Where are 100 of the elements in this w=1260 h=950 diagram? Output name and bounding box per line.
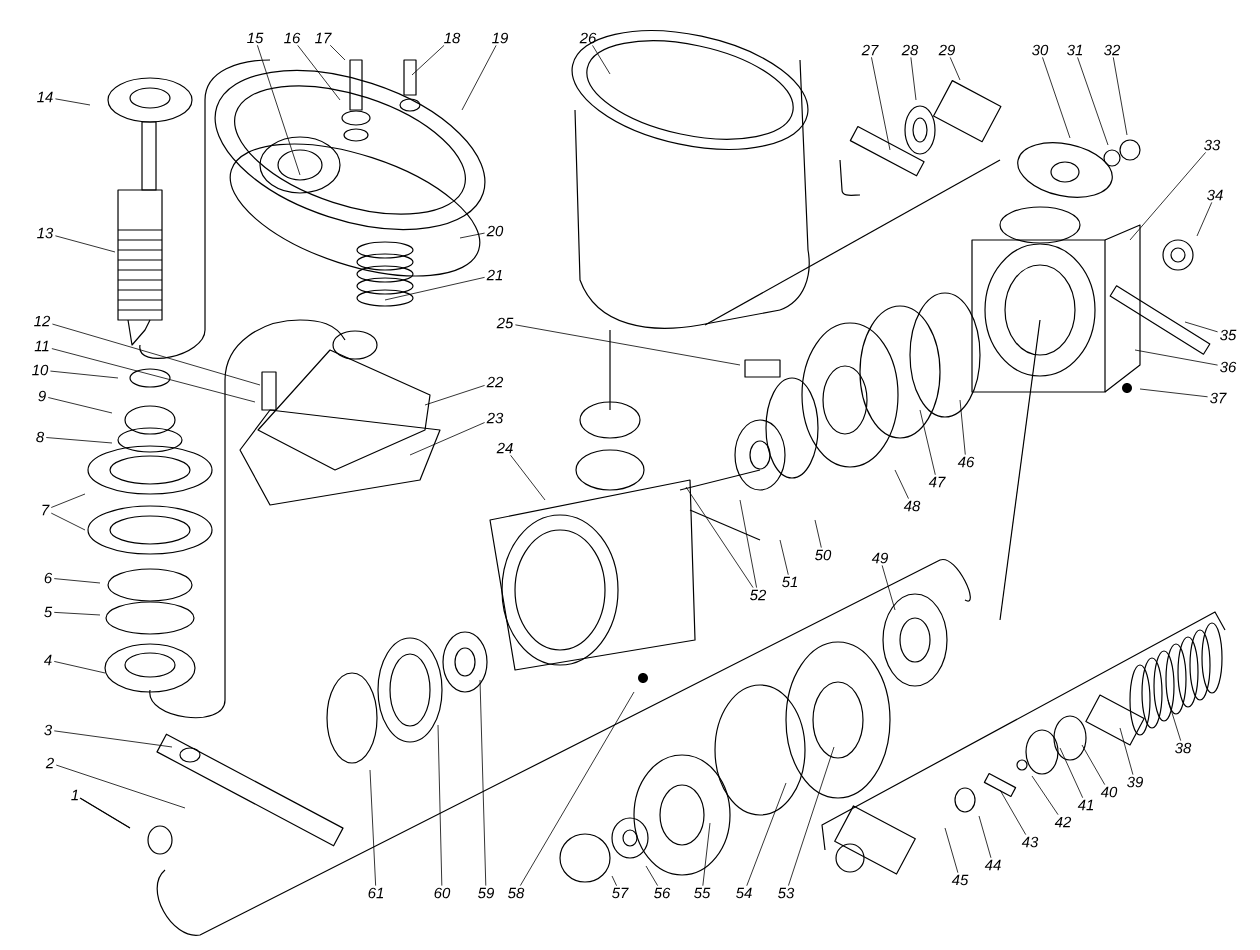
- leader-line: [53, 578, 101, 584]
- callout-number: 55: [694, 887, 711, 899]
- leader-line: [55, 98, 91, 106]
- callout-number: 16: [284, 32, 301, 44]
- leader-line: [409, 422, 485, 456]
- callout-number: 57: [612, 887, 629, 899]
- callout-number: 45: [951, 874, 969, 886]
- callout-number: 32: [1104, 44, 1121, 56]
- callout-number: 48: [903, 500, 921, 512]
- callout-number: 8: [36, 431, 45, 443]
- leader-line: [479, 679, 487, 886]
- leader-line: [384, 276, 485, 301]
- callout-number: 10: [32, 364, 49, 376]
- callout-number: 30: [1032, 44, 1049, 56]
- callout-number: 23: [486, 412, 504, 424]
- leader-line: [779, 539, 789, 576]
- leader-line: [739, 499, 757, 588]
- leader-line: [50, 370, 119, 379]
- leader-line: [51, 348, 256, 403]
- callout-number: 22: [486, 376, 504, 388]
- leader-line: [978, 815, 992, 859]
- callout-number: 27: [861, 44, 879, 56]
- leader-line: [1134, 349, 1218, 366]
- callout-number: 39: [1127, 776, 1143, 788]
- callout-number: 59: [478, 887, 494, 899]
- callout-number: 2: [45, 757, 54, 769]
- leader-line: [424, 385, 485, 406]
- leader-line: [461, 45, 497, 111]
- callout-number: 18: [444, 32, 461, 44]
- leader-line: [1112, 57, 1128, 136]
- leader-line: [52, 323, 261, 386]
- callout-number: 31: [1067, 44, 1083, 56]
- callout-number: 51: [782, 576, 798, 588]
- leader-line: [53, 730, 173, 748]
- callout-number: 34: [1207, 189, 1223, 201]
- leader-line: [297, 45, 341, 101]
- leader-line: [1184, 321, 1218, 333]
- leader-line: [50, 512, 86, 531]
- callout-number: 21: [486, 269, 503, 281]
- leader-line: [1139, 388, 1208, 398]
- leader-line: [1042, 57, 1071, 139]
- callout-number: 58: [508, 887, 525, 899]
- leader-line: [685, 486, 754, 588]
- leader-line: [702, 822, 711, 887]
- callout-number: 46: [957, 456, 975, 468]
- callout-number: 9: [38, 390, 46, 402]
- callout-number: 7: [42, 504, 50, 516]
- leader-line: [437, 724, 443, 886]
- leader-line: [411, 45, 445, 76]
- leader-line: [645, 865, 659, 886]
- callout-number: 37: [1210, 392, 1227, 404]
- callout-number: 43: [1021, 836, 1039, 848]
- leader-line: [894, 469, 909, 499]
- leader-line: [814, 519, 822, 548]
- callout-number: 5: [44, 606, 53, 618]
- leader-line: [611, 875, 617, 887]
- callout-number: 19: [492, 32, 508, 44]
- leader-line: [329, 44, 346, 61]
- leader-line: [910, 57, 917, 101]
- leader-line: [47, 397, 113, 414]
- callout-number: 35: [1220, 329, 1237, 341]
- leader-line: [519, 691, 635, 886]
- leader-line: [746, 782, 787, 887]
- callout-number: 1: [71, 789, 78, 801]
- callout-number: 15: [247, 32, 264, 44]
- callout-number: 53: [778, 887, 795, 899]
- callout-number: 12: [34, 315, 51, 327]
- callout-number: 42: [1054, 816, 1072, 828]
- leader-line: [1119, 727, 1134, 775]
- leader-line: [257, 44, 301, 176]
- leader-line: [1077, 57, 1109, 146]
- callout-number: 4: [43, 654, 52, 666]
- leader-line: [1059, 747, 1084, 799]
- leader-line: [515, 324, 741, 366]
- leader-line: [459, 232, 485, 239]
- leader-line: [1167, 699, 1182, 741]
- leader-line: [53, 661, 106, 674]
- callout-number: 56: [654, 887, 671, 899]
- callout-number: 29: [938, 44, 955, 56]
- callout-number: 11: [34, 340, 49, 352]
- callout-number: 33: [1204, 139, 1221, 151]
- callout-number: 26: [579, 32, 597, 44]
- callout-number: 61: [368, 887, 384, 899]
- leader-line: [919, 409, 936, 476]
- callout-number: 41: [1077, 799, 1094, 811]
- callout-number: 40: [1100, 786, 1118, 798]
- leader-line: [53, 611, 101, 616]
- callout-number: 25: [496, 317, 514, 329]
- callout-number: 44: [984, 859, 1001, 871]
- callout-number: 28: [901, 44, 919, 56]
- callout-number: 36: [1220, 361, 1237, 373]
- callout-number: 14: [37, 91, 53, 103]
- leader-line: [944, 827, 959, 874]
- leader-line: [1129, 152, 1207, 241]
- leader-line: [1081, 744, 1106, 785]
- callout-number: 13: [37, 227, 54, 239]
- leader-line: [55, 235, 116, 253]
- callout-number: 60: [434, 887, 451, 899]
- leader-line: [871, 56, 891, 151]
- leader-line: [1196, 202, 1213, 237]
